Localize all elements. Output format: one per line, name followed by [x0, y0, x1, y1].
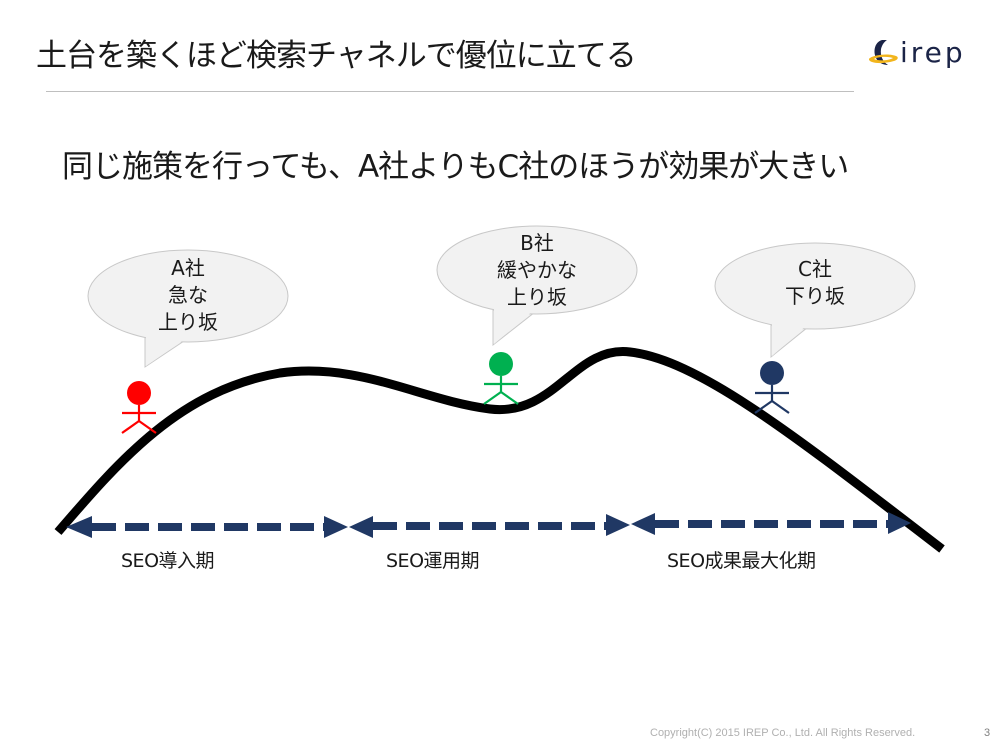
speech-bubble-c [714, 242, 916, 359]
stick-figure-a [121, 381, 157, 434]
bubble-text-a: A社 急な 上り坂 [138, 255, 238, 336]
bubble-text-c: C社 下り坂 [765, 256, 865, 310]
phase-label-operation: SEO運用期 [386, 550, 480, 572]
bubble-a-line-2: 急な [168, 283, 208, 307]
phase-arrow-2 [349, 514, 630, 538]
phase-arrow-1 [66, 516, 348, 538]
phase-label-maximization: SEO成果最大化期 [667, 550, 816, 572]
bubble-text-b: B社 緩やかな 上り坂 [477, 230, 597, 311]
slide-title: 土台を築くほど検索チャネルで優位に立てる [36, 38, 637, 74]
bubble-c-line-2: 下り坂 [785, 284, 845, 308]
logo-text: irep [900, 36, 966, 69]
phase-arrow-3 [631, 512, 911, 535]
irep-orbit-logo-icon [868, 40, 898, 65]
speech-bubble-b [436, 225, 638, 347]
copyright-footer: Copyright(C) 2015 IREP Co., Ltd. All Rig… [650, 727, 916, 739]
bubble-a-line-3: 上り坂 [158, 310, 218, 334]
phase-label-introduction: SEO導入期 [121, 550, 215, 572]
title-divider [46, 91, 854, 92]
slide-subtitle: 同じ施策を行っても、A社よりもC社のほうが効果が大きい [62, 149, 849, 185]
page-number: 3 [984, 727, 991, 739]
stick-figure-c [754, 361, 790, 414]
bubble-b-line-1: B社 [520, 231, 554, 255]
bubble-a-line-1: A社 [171, 256, 205, 280]
bubble-b-line-3: 上り坂 [507, 285, 567, 309]
stick-figure-b [483, 352, 519, 405]
speech-bubble-a [87, 249, 289, 368]
slope-curve [54, 347, 945, 553]
irep-logo: irep [868, 34, 978, 74]
bubble-c-line-1: C社 [798, 257, 832, 281]
bubble-b-line-2: 緩やかな [497, 258, 577, 282]
